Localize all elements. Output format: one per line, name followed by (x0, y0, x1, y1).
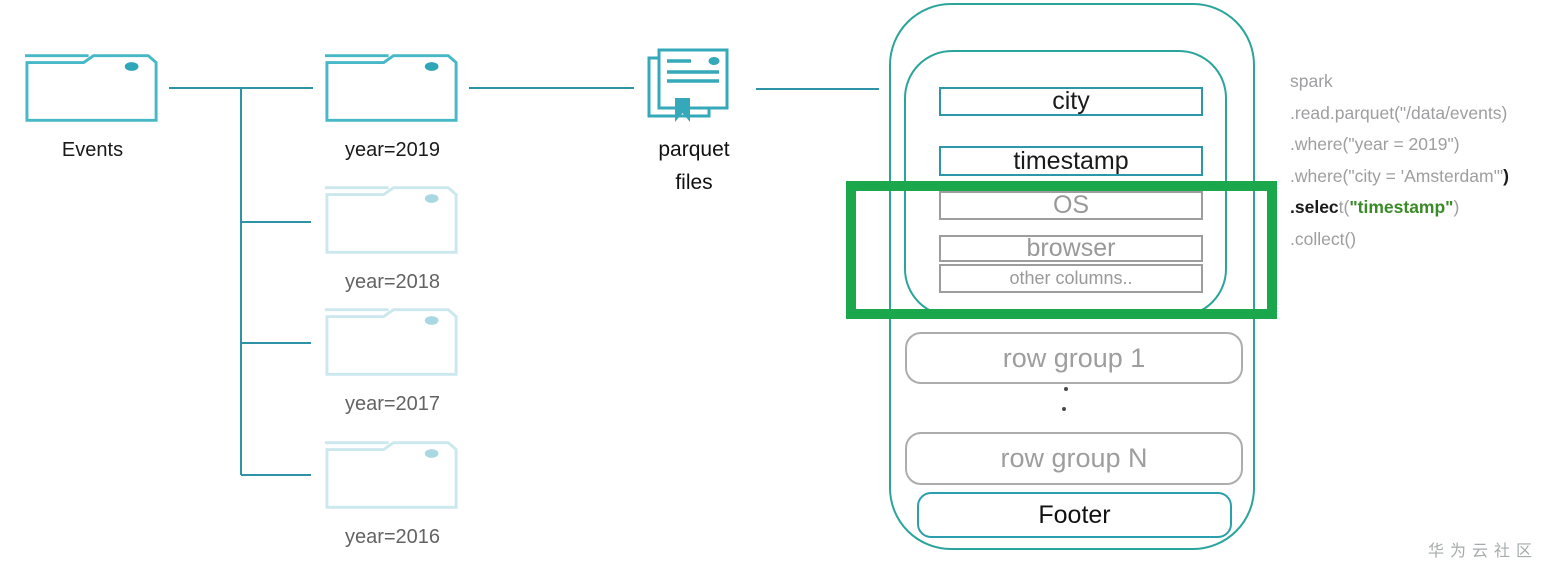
parquet-label-line1: parquet (658, 138, 730, 161)
code-line: .collect() (1290, 224, 1555, 256)
ellipsis-dot (1064, 387, 1068, 391)
folder-label: year=2017 (344, 393, 441, 415)
code-segment: .where("city = 'Amsterdam'" (1290, 165, 1504, 186)
folder-year-2018: year=2018 (324, 184, 461, 294)
code-line: .where("city = 'Amsterdam'") (1290, 161, 1555, 193)
code-line: spark (1290, 66, 1555, 98)
folder-label: year=2016 (344, 526, 441, 548)
column-label: other columns.. (1009, 268, 1133, 288)
column-label: city (1052, 87, 1090, 115)
column-box-timestamp: timestamp (939, 146, 1203, 176)
folder-label: year=2018 (344, 271, 441, 293)
column-box-browser: browser (939, 234, 1203, 262)
code-segment: .read.parquet("/data/events) (1290, 102, 1508, 123)
code-segment: t( (1338, 197, 1350, 217)
watermark-text: 华为云社区 (1428, 543, 1539, 560)
code-segment: ) (1503, 165, 1509, 186)
code-line: .where("year = 2019") (1290, 129, 1555, 161)
code-segment: .collect() (1290, 228, 1357, 249)
ellipsis-dot (1062, 407, 1066, 411)
folder-label: year=2019 (344, 139, 441, 161)
folder-year-2017: year=2017 (324, 306, 461, 416)
footer-label: Footer (1038, 500, 1111, 529)
parquet-file-container (889, 3, 1255, 550)
parquet-files-label: parquet files (614, 133, 774, 199)
column-pruning-highlight (846, 181, 1277, 319)
column-box-city: city (939, 87, 1203, 116)
code-line: .select("timestamp") (1290, 192, 1555, 224)
folder-icon (324, 54, 458, 122)
row-group-label: row group 1 (1002, 342, 1146, 373)
column-label: browser (1026, 234, 1116, 262)
folder-icon-faded (324, 441, 458, 509)
folder-label: Events (61, 139, 124, 161)
folder-year-2019: year=2019 (324, 52, 461, 162)
code-segment: .selec (1290, 197, 1339, 217)
folder-icon-faded (324, 186, 458, 254)
column-box-os: OS (939, 191, 1203, 220)
code-segment: spark (1290, 71, 1333, 91)
code-segment: "timestamp" (1349, 197, 1454, 217)
folder-icon (24, 54, 158, 122)
code-segment: ) (1453, 197, 1460, 217)
row-group-label: row group N (1000, 443, 1148, 473)
parquet-label-line2: files (675, 171, 713, 194)
folder-icon-faded (324, 308, 458, 376)
parquet-files-icon (645, 48, 735, 131)
column-label: OS (1052, 191, 1090, 219)
footer-box: Footer (917, 492, 1232, 538)
column-box-other-columns: other columns.. (939, 264, 1203, 293)
code-line: .read.parquet("/data/events) (1290, 98, 1555, 130)
code-block: spark .read.parquet("/data/events) .where(… (1290, 66, 1555, 255)
row-group-n-box: row group N (905, 432, 1243, 485)
row-group-1-box: row group 1 (905, 332, 1243, 384)
code-segment: .where("year = 2019") (1290, 134, 1460, 154)
column-label: timestamp (1013, 146, 1129, 175)
folder-year-2016: year=2016 (324, 439, 461, 549)
folder-events: Events (24, 52, 161, 162)
